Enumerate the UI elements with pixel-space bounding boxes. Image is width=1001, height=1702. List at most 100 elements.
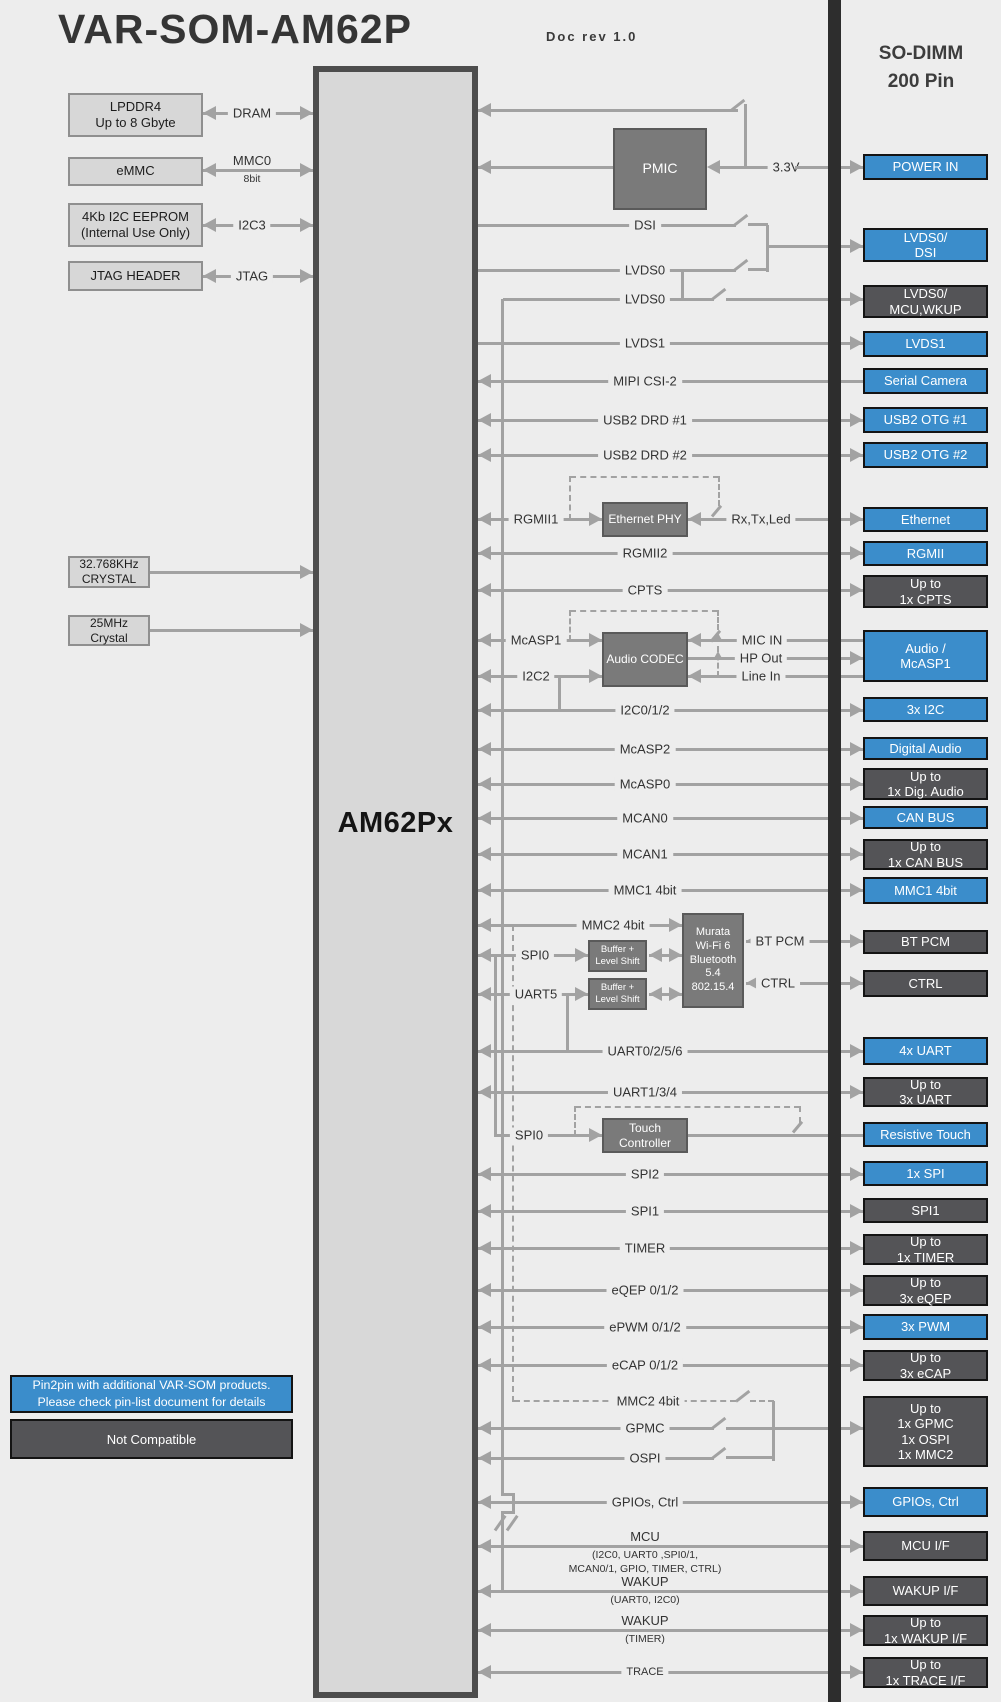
row-mmc0-arrow-right	[300, 163, 313, 177]
row-rgmii2-arrow-right	[850, 546, 863, 560]
wire-segment-23	[799, 1106, 801, 1123]
eeprom-block: 4Kb I2C EEPROM (Internal Use Only)	[68, 203, 203, 247]
row-spi1	[478, 1210, 863, 1213]
port-resistive-touch: Resistive Touch	[863, 1122, 988, 1147]
row-gpmc-arrow-left	[478, 1421, 491, 1435]
row-mmc2-4bit-wifi-label: MMC2 4bit	[576, 917, 650, 933]
row-i2c3-arrow-left	[203, 218, 216, 232]
row-timer	[478, 1247, 863, 1250]
row-power-in-stub-arrow-right	[850, 160, 863, 174]
row-pmic-to-soc-top-arrow-left	[478, 103, 491, 117]
port-rgmii: RGMII	[863, 541, 988, 566]
row-uart134-arrow-right	[850, 1085, 863, 1099]
wire-segment-2	[748, 268, 768, 271]
row-mipi-csi2-label: MIPI CSI-2	[608, 373, 682, 389]
row-gpmc-label: GPMC	[620, 1420, 670, 1436]
row-rgmii2-arrow-left	[478, 546, 491, 560]
row-timer-arrow-right	[850, 1241, 863, 1255]
switch-mark-1	[733, 213, 749, 227]
row-mmc2-4bit-wifi-arrow-left	[478, 918, 491, 932]
row-uart5-arrow-left	[478, 987, 491, 1001]
wire-segment-3	[766, 225, 769, 272]
row-lvds1	[478, 342, 863, 345]
row-wifi-link-1-arrow-left	[649, 948, 662, 962]
wire-segment-8	[501, 1511, 515, 1514]
crystal-32khz-block: 32.768KHz CRYSTAL	[68, 556, 150, 588]
port-1x-spi: 1x SPI	[863, 1161, 988, 1186]
wire-segment-4	[681, 270, 684, 301]
row-touch-out	[688, 1134, 863, 1137]
port-power-in: POWER IN	[863, 154, 988, 180]
row-usb2-drd-2-arrow-right	[850, 448, 863, 462]
row-mic-in-label: MIC IN	[736, 632, 788, 648]
wire-segment-15	[569, 476, 571, 520]
row-clk-32khz	[150, 571, 313, 574]
row-bt-pcm-arrow-right	[850, 934, 863, 948]
port-ethernet: Ethernet	[863, 507, 988, 532]
row-i2c3-label: I2C3	[233, 217, 271, 233]
port-bt-pcm: BT PCM	[863, 930, 988, 954]
row-line-in-label: Line In	[736, 668, 786, 684]
row-gpmc-out	[726, 1427, 863, 1430]
port-lvds1: LVDS1	[863, 331, 988, 357]
row-rx-tx-led-arrow-right	[850, 512, 863, 526]
row-usb2-drd-1-label: USB2 DRD #1	[598, 412, 692, 428]
legend-not-compatible: Not Compatible	[10, 1419, 293, 1459]
row-mmc2-4bit-flash-label: MMC2 4bit	[611, 1393, 685, 1409]
switch-mark-3	[711, 287, 727, 301]
wire-segment-25	[750, 1400, 774, 1402]
port-ctrl: CTRL	[863, 970, 988, 997]
row-gpmc	[478, 1427, 714, 1430]
row-spi1-arrow-right	[850, 1204, 863, 1218]
row-wifi-link-2-arrow-left	[649, 987, 662, 1001]
port-digital-audio: Digital Audio	[863, 737, 988, 760]
row-usb2-drd-2-label: USB2 DRD #2	[598, 447, 692, 463]
row-mcasp1-arrow-left	[478, 633, 491, 647]
switch-mark-7	[735, 1389, 751, 1403]
row-mmc1-4bit-arrow-right	[850, 883, 863, 897]
switch-mark-2	[733, 258, 749, 272]
port-gpmc-ospi-mmc2: Up to 1x GPMC 1x OSPI 1x MMC2	[863, 1396, 988, 1467]
row-i2c012-arrow-right	[850, 703, 863, 717]
row-jtag-arrow-right	[300, 269, 313, 283]
wire-segment-11	[512, 925, 514, 1402]
wire-segment-16	[718, 476, 720, 506]
port-1x-trace-if: Up to 1x TRACE I/F	[863, 1657, 988, 1688]
port-3x-eqep: Up to 3x eQEP	[863, 1275, 988, 1306]
port-1x-can-bus: Up to 1x CAN BUS	[863, 839, 988, 870]
row-dram-arrow-right	[300, 106, 313, 120]
row-trace-arrow-right	[850, 1665, 863, 1679]
row-spi0-touch	[496, 1134, 602, 1137]
row-ospi-arrow-left	[478, 1451, 491, 1465]
row-3v3-label: 3.3V	[767, 159, 805, 175]
row-eqep-label: eQEP 0/1/2	[606, 1282, 684, 1298]
port-cpts: Up to 1x CPTS	[863, 575, 988, 608]
row-mic-in-arrow-left	[688, 633, 701, 647]
row-wakup-timer-arrow-right	[850, 1623, 863, 1637]
row-spi2-label: SPI2	[625, 1166, 665, 1182]
row-spi0-touch-arrow-right	[589, 1128, 602, 1142]
row-lvds0-b-out	[726, 298, 863, 301]
row-hp-out-label: HP Out	[734, 650, 788, 666]
row-mcan0-arrow-right	[850, 811, 863, 825]
audio-codec-block: Audio CODEC	[602, 632, 688, 687]
row-rgmii1-arrow-left	[478, 512, 491, 526]
row-trace-label: TRACE	[621, 1666, 669, 1678]
row-spi2-arrow-right	[850, 1167, 863, 1181]
row-lvds0-a-label: LVDS0	[619, 262, 671, 278]
row-epwm-arrow-right	[850, 1320, 863, 1334]
row-rx-tx-led-arrow-left	[688, 512, 701, 526]
row-rgmii1-label: RGMII1	[508, 511, 564, 527]
row-wakup-timer	[478, 1629, 863, 1632]
row-dsi-label: DSI	[629, 217, 661, 233]
row-wakup-timer-label: WAKUP	[621, 1613, 669, 1628]
buffer-level-shift-1: Buffer + Level Shift	[588, 940, 647, 972]
row-mcan1-label: MCAN1	[617, 846, 673, 862]
ethernet-phy-block: Ethernet PHY	[602, 502, 688, 537]
row-spi0-wifi-label: SPI0	[515, 947, 555, 963]
row-mcasp0-label: McASP0	[614, 776, 676, 792]
port-gpios-ctrl: GPIOs, Ctrl	[863, 1487, 988, 1517]
row-uart0256-arrow-left	[478, 1044, 491, 1058]
row-ospi	[478, 1457, 714, 1460]
